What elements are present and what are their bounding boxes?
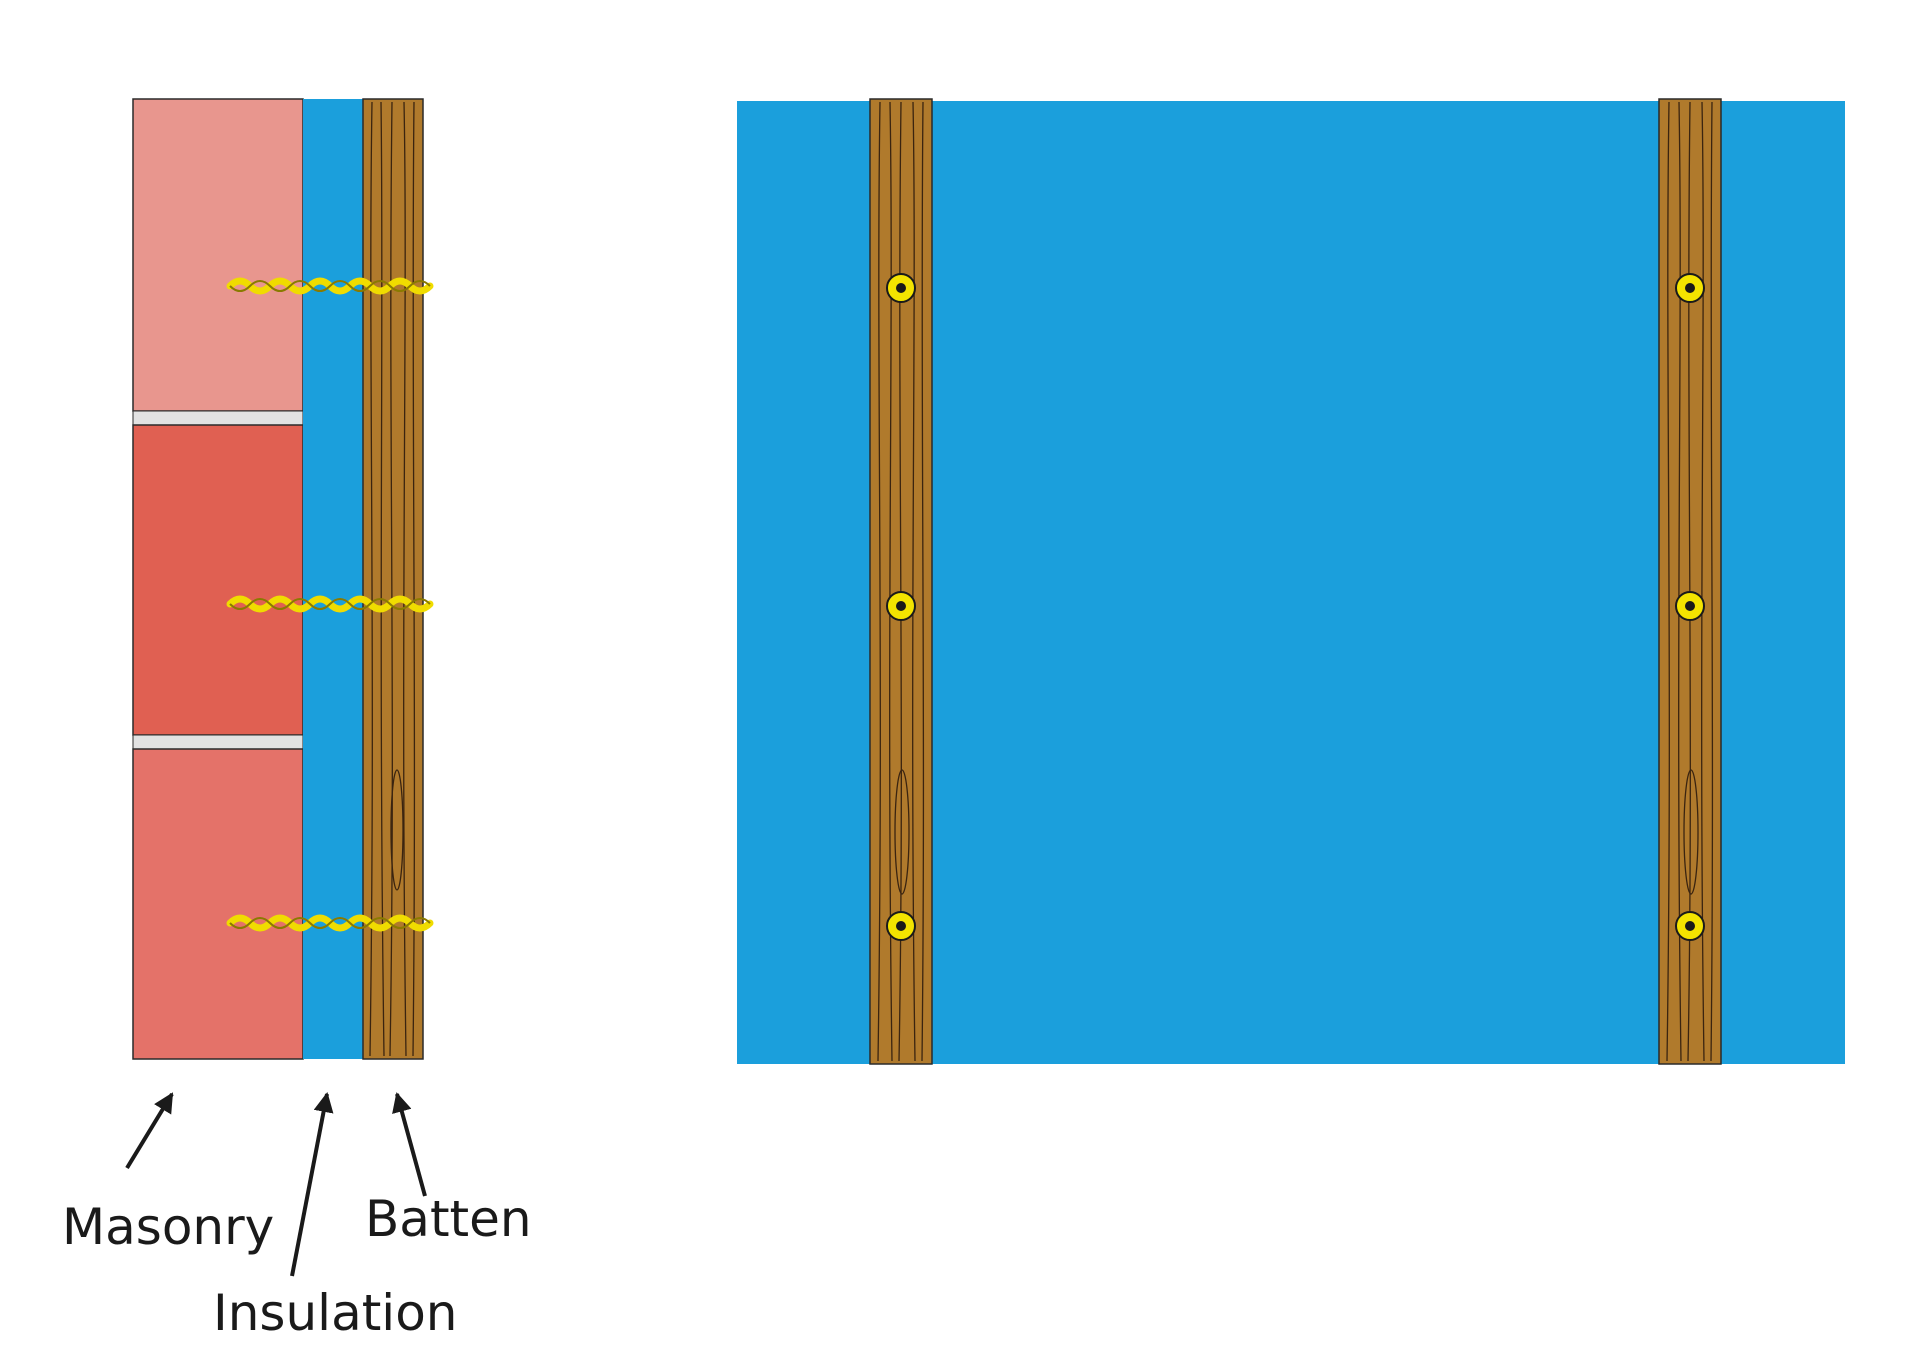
mortar-joint-lower	[132, 734, 304, 750]
insulation-label: Insulation	[213, 1284, 457, 1342]
batten-label: Batten	[365, 1190, 532, 1248]
brick-top	[132, 98, 304, 412]
screw-head-icon	[1675, 591, 1705, 621]
side-section-view: Masonry Insulation Batten	[62, 98, 532, 1342]
front-view	[737, 98, 1845, 1065]
insulation-layer	[303, 99, 363, 1059]
screw-head-icon	[886, 911, 916, 941]
wall-anchor	[226, 595, 434, 613]
masonry-arrow	[125, 1092, 174, 1170]
brick-bottom	[132, 748, 304, 1060]
insulation-arrow	[290, 1092, 334, 1277]
screw-head-icon	[1675, 273, 1705, 303]
batten-arrow	[392, 1092, 427, 1197]
screw-head-icon	[886, 273, 916, 303]
masonry-label: Masonry	[62, 1198, 274, 1256]
wall-anchor	[226, 914, 434, 932]
brick-middle	[132, 424, 304, 736]
screw-head-icon	[886, 591, 916, 621]
front-batten-right	[1658, 98, 1722, 1065]
side-batten	[362, 98, 424, 1060]
wall-anchor	[226, 277, 434, 295]
mortar-joint-upper	[132, 410, 304, 426]
screw-head-icon	[1675, 911, 1705, 941]
